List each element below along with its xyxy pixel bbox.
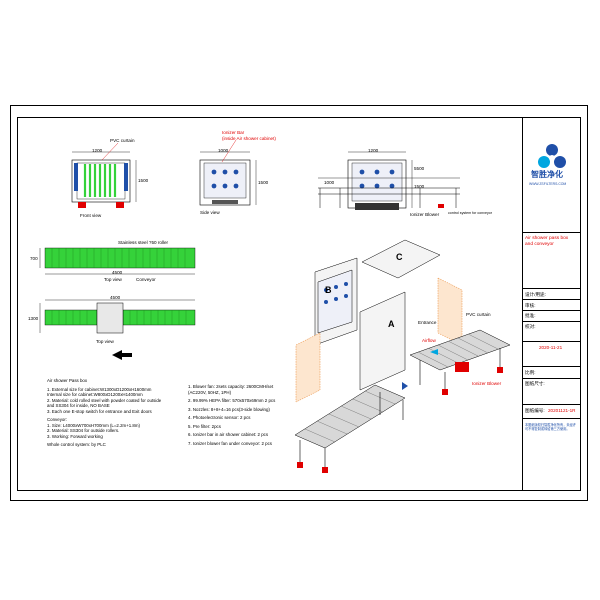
spec-line: 1. External size for cabinet:W1300xD1200… (47, 386, 152, 392)
dim-top2-length: 4500 (110, 295, 121, 300)
dim-front-width: 1200 (92, 148, 103, 153)
ionizer-blower-label: Ionizer Blower (410, 212, 440, 217)
side-view-drawing (199, 139, 257, 206)
drawing-no-label: 图纸编号: (525, 408, 545, 413)
top-view-label-2: Top view (96, 339, 114, 344)
drawing-title-1: Air shower pass box (525, 236, 569, 241)
company-website: WWW.ZSFILTERS.COM (529, 182, 567, 186)
note-row (522, 418, 581, 458)
spec-line: 3. Working: Forward working (47, 433, 103, 439)
specs-left-title: Air shower Pass box (47, 378, 88, 383)
front-view-label: Front view (80, 213, 102, 218)
control-note: Whole control system: by PLC (47, 442, 106, 447)
specs-right: 1. Blower fan: 2sets capacity: 2600CMH/s… (188, 384, 318, 449)
top-view-conveyor-2 (39, 299, 196, 360)
drawing-sheet-border (10, 105, 588, 501)
dim-right-left: 1000 (324, 180, 335, 185)
dim-top2-width: 1300 (28, 316, 39, 321)
ionizer-bar-note: (inside Air shower cabinet) (222, 136, 276, 141)
ionizer-blower-iso-label: Ionizer Blower (472, 381, 502, 386)
size-label: 图纸尺寸: (525, 381, 545, 386)
ionizer-bar-label: Ionizer Bar (222, 130, 245, 135)
spec-line: 2. 99.99% HEPA filter: 570x570x69mm 2 pc… (188, 398, 276, 403)
part-a-label: A (388, 319, 395, 329)
dim-top-width: 700 (30, 256, 38, 261)
approve-label: 批准: (525, 313, 536, 318)
spec-line: 1. Blower fan: 2sets capacity: 2600CMH/s… (188, 384, 274, 389)
part-b-label: B (325, 285, 332, 295)
company-name-cn: 智胜净化 (531, 170, 563, 179)
pvc-curtain-label: PVC curtain (110, 138, 135, 143)
dim-side-width: 1000 (218, 148, 229, 153)
design-row (522, 288, 581, 299)
conveyor-label: Conveyor (136, 277, 156, 282)
audit-label: 审核: (525, 303, 536, 308)
spec-line: 5. Pre filter: 2pcs (188, 423, 221, 429)
spec-line: 3. Nozzles: 8+8+4=16 pcs(3-side blowing) (188, 406, 270, 412)
date-value: 2020-11-21 (539, 345, 563, 350)
copyright-note: 本图纸版权归智胜净化所有，未经许可不得复制或转给第三方使用。 (525, 423, 576, 431)
stainless-roller-label: Stainless steel ?50 roller (118, 240, 169, 245)
spec-line: Internal size for cabinet:W800xD1200xH14… (47, 392, 143, 397)
drawing-frame (17, 117, 581, 491)
specs-left: Air shower Pass box 1. External size for… (47, 378, 247, 448)
drawing-no-row (522, 404, 581, 416)
title-block (522, 117, 581, 491)
check-row (522, 321, 581, 332)
scale-row (522, 366, 581, 378)
pvc-curtain-iso-label: PVC curtain (466, 312, 491, 317)
spec-line: and SS304 for inside, NO BASE (47, 403, 110, 408)
control-system-note: control system for conveyor (448, 211, 492, 215)
top-view-label: Top view (104, 277, 122, 282)
dim-side-height: 1500 (258, 180, 269, 185)
spec-line: 4. Photoelectronic sensor: 2 pcs (188, 415, 251, 420)
design-label: 设计/用途: (525, 292, 546, 297)
front-view-drawing (71, 142, 137, 208)
dim-front-height: 1500 (138, 178, 149, 183)
spec-line: (AC220V, 50HZ, 1PH) (188, 389, 232, 395)
top-view-conveyor-1 (39, 247, 196, 275)
spec-line: 2. Material: cold rolled steel with powd… (47, 397, 162, 403)
right-elevation-drawing (318, 151, 460, 210)
airflow-label: Airflow (422, 338, 436, 343)
date-row (522, 341, 581, 353)
spec-line: 3. Each one E-stop switch for entrance a… (47, 408, 152, 414)
dim-right-total: 5500 (414, 166, 425, 171)
size-row (522, 378, 581, 390)
company-logo (538, 144, 566, 168)
spec-line: 1. Size: L4000xW700xH700mm (L=2.2m+1.8m) (47, 422, 140, 428)
spec-line: 6. Ionizer bar in air shower cabinet: 2 … (188, 432, 269, 437)
approve-row (522, 310, 581, 321)
part-c-label: C (396, 252, 403, 262)
title-row (522, 232, 581, 260)
entrance-label: Entrance (418, 320, 437, 325)
dim-right-height: 1500 (414, 184, 425, 189)
drawing-no-value: 20201121-1R (548, 408, 576, 413)
dim-right-width: 1200 (368, 148, 379, 153)
spec-line: 2. Material: SS304 for outside rollers. (47, 428, 120, 433)
isometric-assembly (294, 239, 511, 473)
spec-line: 7. Ionizer blower fan under conveyor: 2 … (188, 440, 272, 446)
check-label: 校对: (525, 324, 536, 329)
scale-label: 比例: (525, 370, 536, 375)
dim-top-length: 4500 (112, 270, 123, 275)
drawing-title-2: and conveyor (525, 242, 554, 247)
side-view-label: Side view (200, 210, 220, 215)
audit-row (522, 299, 581, 310)
conveyor-title: Conveyor: (47, 417, 68, 422)
